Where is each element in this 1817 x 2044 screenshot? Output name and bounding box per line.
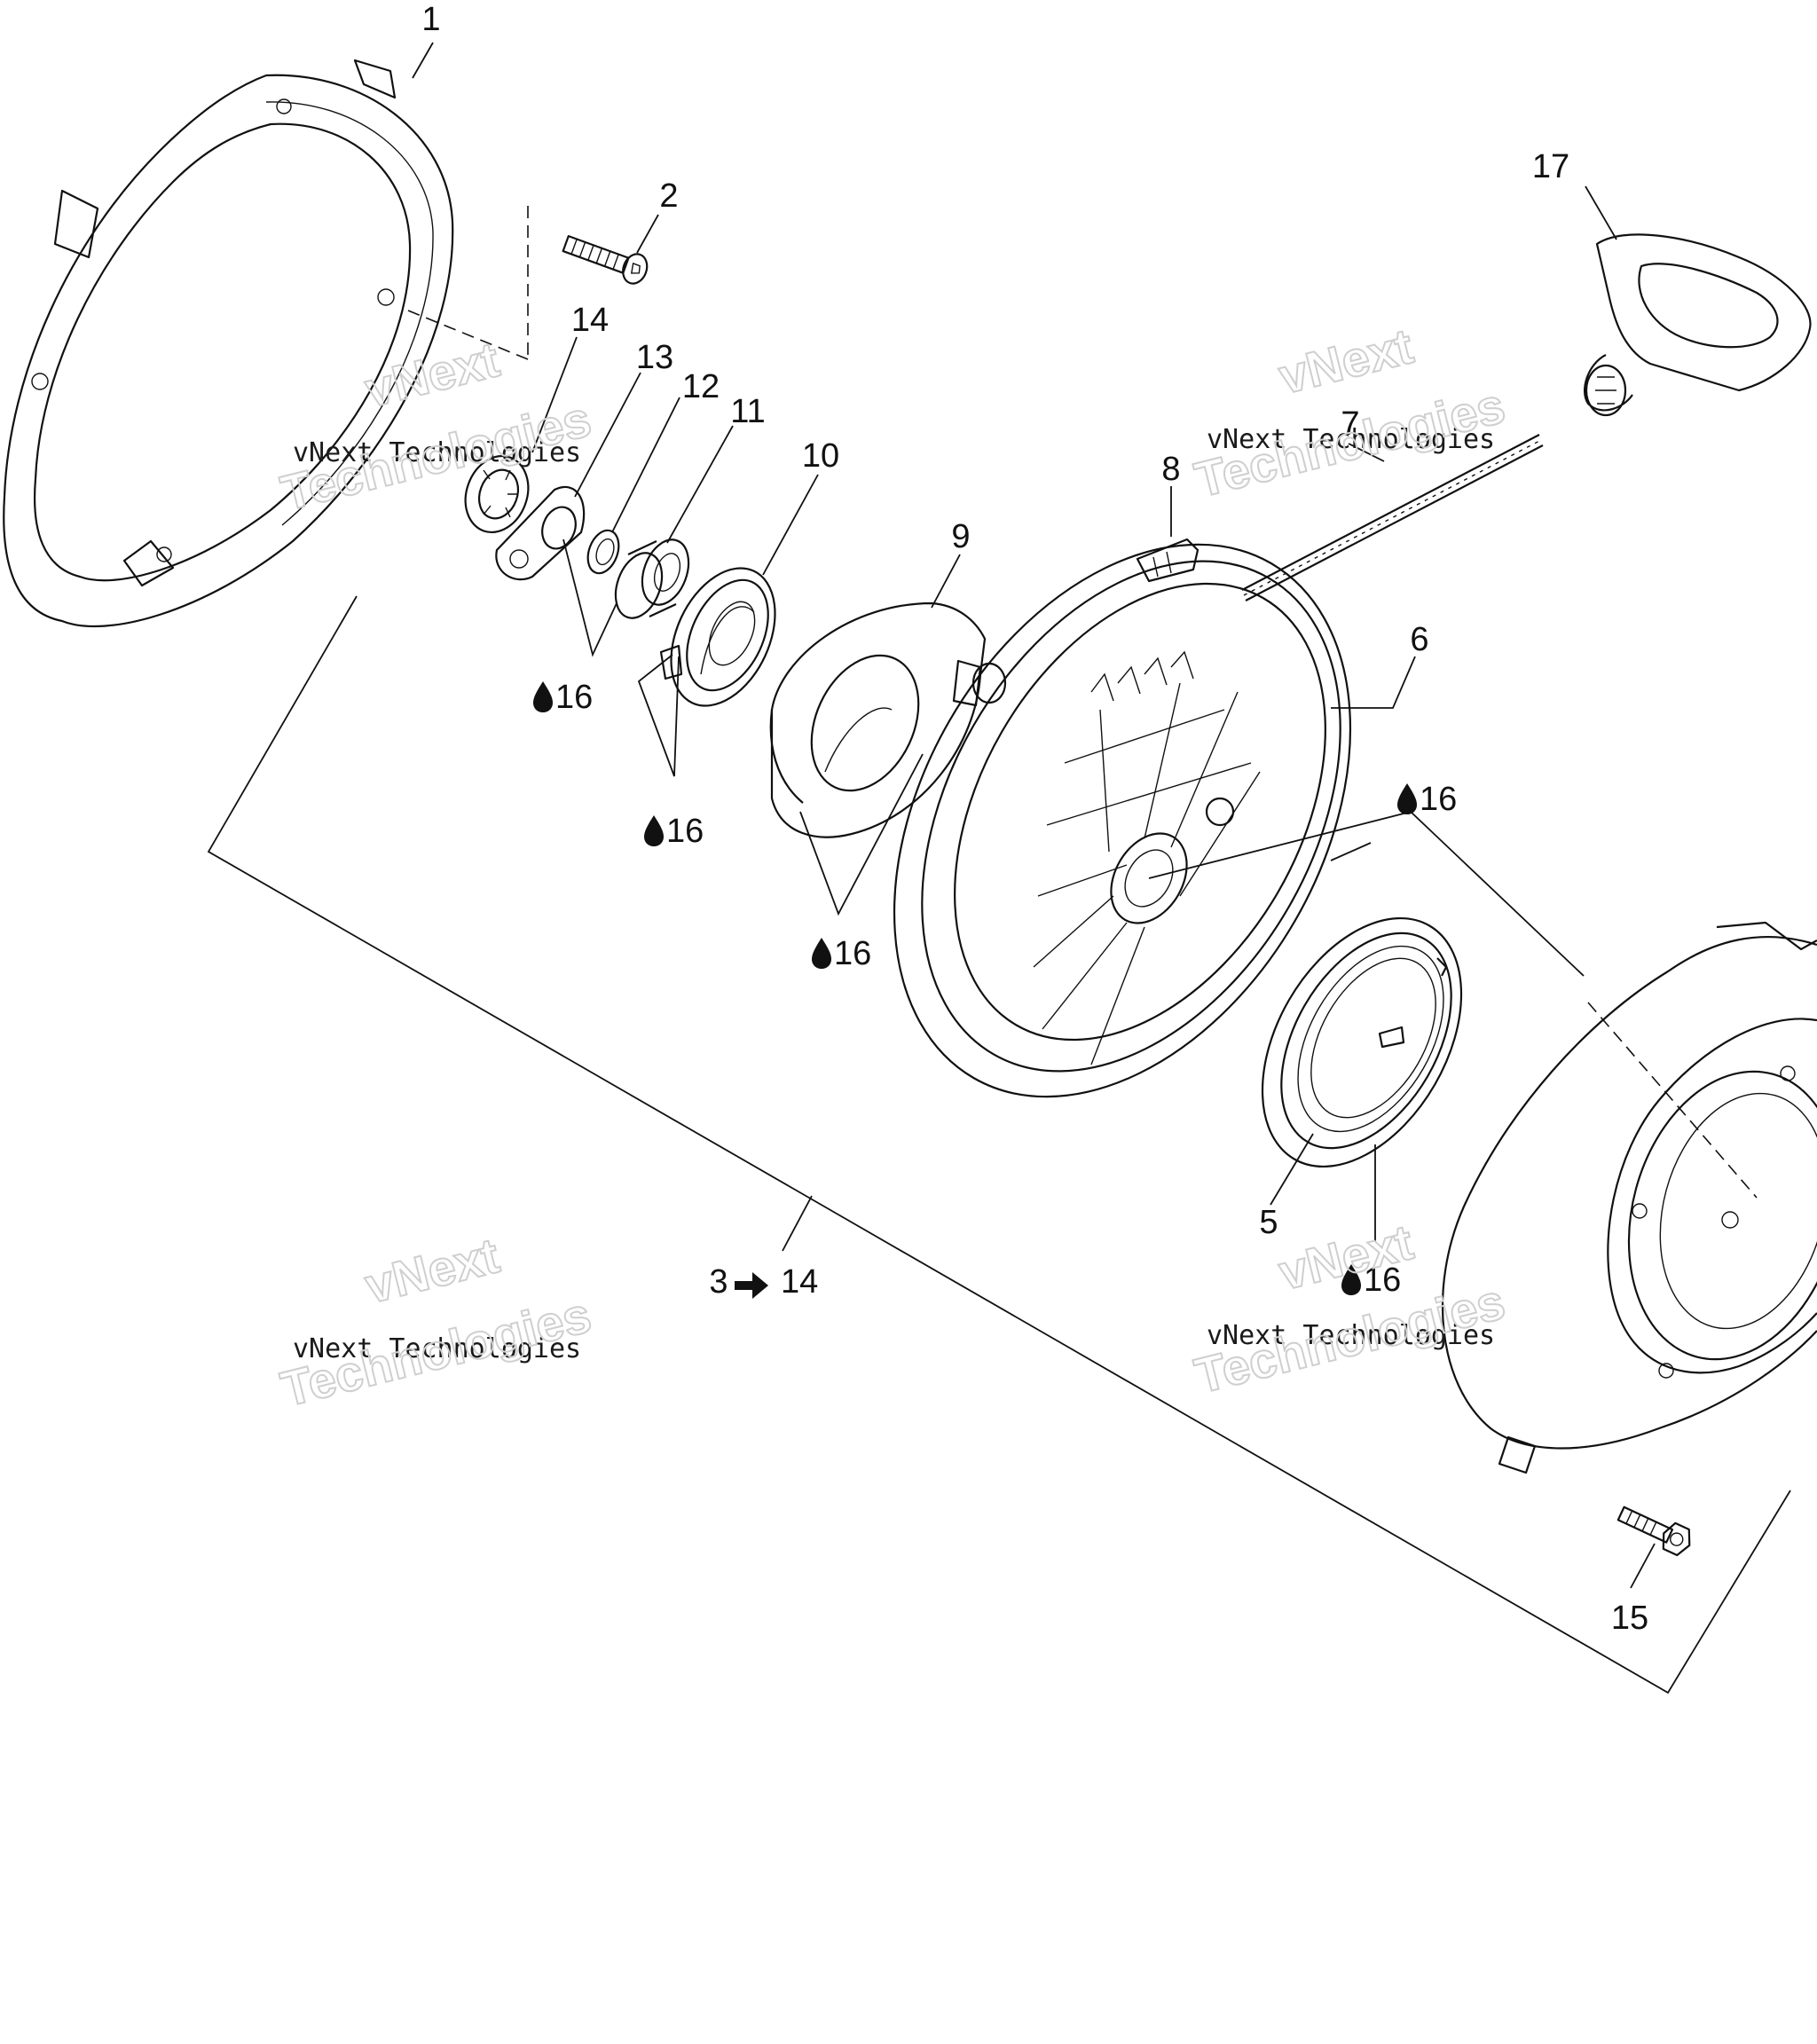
part-10-friction-plate <box>659 567 776 707</box>
callout-8: 8 <box>1161 451 1180 488</box>
callout-12: 12 <box>682 368 720 405</box>
callout-7: 7 <box>1341 405 1359 443</box>
svg-text:vNext Technologies: vNext Technologies <box>293 1333 581 1364</box>
callout-15: 15 <box>1611 1600 1648 1637</box>
svg-text:Technologies: Technologies <box>276 1286 596 1417</box>
watermark: vNext vNext Technologies Technologies <box>275 1226 597 1418</box>
svg-text:16: 16 <box>1364 1262 1401 1299</box>
assembly-range-label: 3 14 <box>709 1263 818 1301</box>
leader-lines <box>412 42 1656 1589</box>
part-15-bolt <box>1616 1505 1691 1557</box>
callout-labels: 1 2 14 13 12 11 10 9 8 7 6 17 5 15 <box>421 1 1648 1637</box>
oil-drop-icon <box>1341 1264 1361 1295</box>
svg-text:16: 16 <box>666 813 704 850</box>
oil-drop-icon <box>533 681 553 712</box>
callout-2: 2 <box>659 177 678 215</box>
callout-1: 1 <box>421 1 440 38</box>
svg-text:16: 16 <box>1420 781 1457 818</box>
lube-mark: 16 <box>1397 781 1457 818</box>
part-11-bushing <box>614 539 690 619</box>
svg-text:vNext Technologies: vNext Technologies <box>293 437 581 468</box>
oil-drop-icon <box>812 938 831 969</box>
part-3-housing <box>1441 921 1817 1474</box>
range-end: 14 <box>781 1263 818 1301</box>
callout-11: 11 <box>730 393 765 430</box>
svg-text:16: 16 <box>834 935 871 972</box>
lube-mark: 16 <box>812 935 871 972</box>
svg-text:vNext Technologies: vNext Technologies <box>1207 424 1495 455</box>
part-5-recoil-spring <box>1261 916 1463 1168</box>
svg-text:16: 16 <box>555 679 593 716</box>
svg-text:vNext: vNext <box>1273 318 1418 405</box>
callout-9: 9 <box>951 518 970 555</box>
callout-10: 10 <box>802 437 839 475</box>
callout-6: 6 <box>1410 621 1428 658</box>
part-8-pawl <box>1136 538 1200 583</box>
svg-text:Technologies: Technologies <box>276 390 596 521</box>
watermark: vNext vNext Technologies Technologies <box>275 330 597 522</box>
part-13-bracket <box>495 485 586 581</box>
part-7-rope <box>1241 434 1544 601</box>
oil-drop-icon <box>1397 783 1417 814</box>
svg-text:vNext: vNext <box>359 1227 504 1314</box>
lube-marks: 16 16 16 16 16 <box>533 679 1457 1299</box>
svg-text:vNext: vNext <box>359 331 504 418</box>
callout-17: 17 <box>1532 148 1569 185</box>
part-6-pulley <box>893 543 1352 1098</box>
part-17-handle <box>1584 233 1812 417</box>
part-12-washer <box>586 529 620 575</box>
svg-text:vNext Technologies: vNext Technologies <box>1207 1320 1495 1351</box>
lube-mark: 16 <box>1341 1262 1401 1299</box>
screw-alignment-line <box>407 206 529 360</box>
callout-13: 13 <box>636 339 673 376</box>
callout-5: 5 <box>1259 1204 1278 1241</box>
arrow-right-icon <box>735 1272 768 1299</box>
lube-mark: 16 <box>644 813 704 850</box>
part-1-gasket <box>3 59 454 628</box>
oil-drop-icon <box>644 815 664 846</box>
range-start: 3 <box>709 1263 728 1301</box>
assembly-bracket-line <box>207 595 1791 1694</box>
part-14-retainer <box>464 454 530 534</box>
part-2-screw <box>562 235 649 285</box>
watermark: vNext vNext Technologies Technologies <box>1189 1213 1511 1404</box>
callout-14: 14 <box>571 302 609 339</box>
lube-mark: 16 <box>533 679 593 716</box>
